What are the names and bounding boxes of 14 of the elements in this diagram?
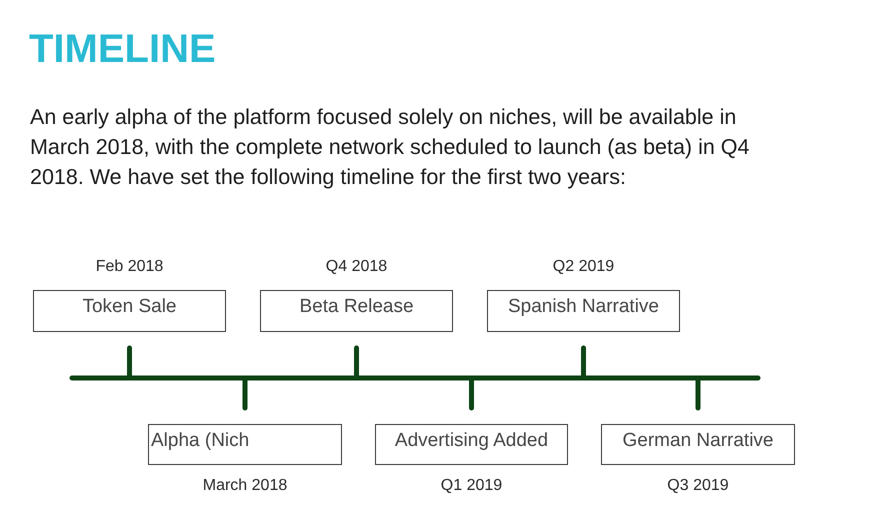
date-label: March 2018 bbox=[202, 476, 288, 496]
event-label: Spanish Narrative bbox=[506, 295, 660, 319]
event-label: Beta Release bbox=[298, 295, 415, 319]
intro-paragraph: An early alpha of the platform focused solely on niches, will be available in March 2018, with the complete network scheduled to launch (as beta) in Q4 2018. We have set the following timeline for the first two years: bbox=[30, 104, 750, 191]
date-label: Q1 2019 bbox=[440, 476, 504, 496]
heading: TIMELINE bbox=[29, 27, 216, 71]
event-label: Alpha (Nich bbox=[151, 429, 250, 453]
event-label: Token Sale bbox=[81, 295, 178, 319]
event-label: German Narrative bbox=[622, 429, 774, 453]
date-label: Q3 2019 bbox=[666, 476, 730, 496]
date-label: Feb 2018 bbox=[94, 257, 164, 277]
date-label: Q2 2019 bbox=[552, 257, 616, 277]
event-label: Advertising Added bbox=[394, 429, 550, 453]
date-label: Q4 2018 bbox=[324, 257, 388, 277]
